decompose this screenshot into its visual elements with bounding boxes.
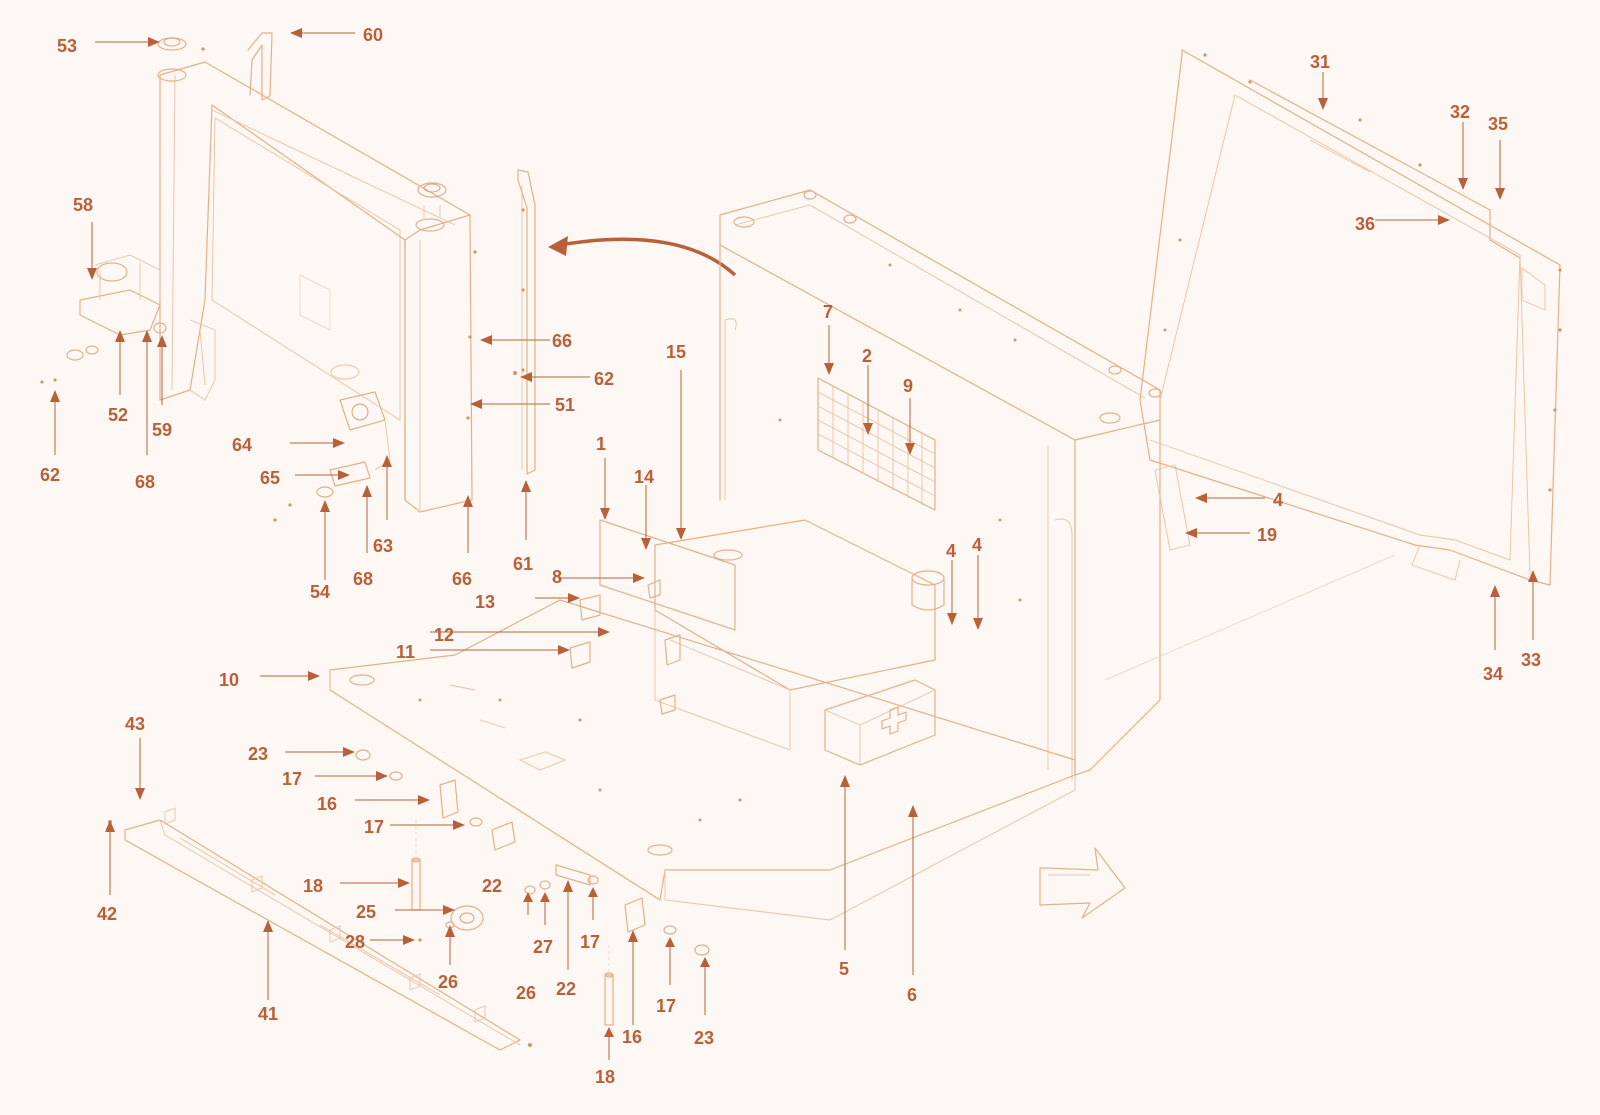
cross-icon [881,706,907,735]
callout-label: 33 [1521,650,1541,670]
callout-label: 62 [40,465,60,485]
callout-label: 68 [135,472,155,492]
callout-label: 58 [73,195,93,215]
callout-label: 32 [1450,102,1470,122]
callout-label: 11 [396,642,415,662]
callout-label: 4 [972,535,982,555]
callout-label: 17 [580,932,600,952]
callout-label: 23 [248,744,268,764]
callout-label: 26 [438,972,458,992]
callout-label: 66 [552,331,572,351]
callout-label: 54 [310,582,330,602]
callout-label: 17 [364,817,384,837]
callout-label: 36 [1355,214,1375,234]
callout-label: 52 [108,405,128,425]
callout-labels: 53 60 58 52 59 62 68 64 65 63 54 68 66 6… [40,25,1541,1087]
callout-label: 19 [1257,525,1277,545]
callout-label: 28 [345,932,365,952]
callout-label: 6 [907,985,917,1005]
callout-label: 22 [482,876,502,896]
callout-label: 27 [533,937,553,957]
main-cabin-body [599,189,1162,780]
rear-panel-frame [1104,49,1562,681]
callout-label: 61 [513,554,533,574]
curved-move-arrow-icon [548,236,737,277]
callout-label: 17 [282,769,302,789]
callout-label: 22 [556,979,576,999]
callout-label: 16 [317,794,337,814]
floor-plate [329,579,1076,921]
callout-label: 26 [516,983,536,1003]
callout-label: 14 [634,467,654,487]
callout-label: 17 [656,996,676,1016]
callout-label: 43 [125,714,145,734]
callout-label: 66 [452,569,472,589]
mesh-grid-panel [817,377,936,511]
callout-label: 4 [1273,490,1283,510]
callout-label: 8 [552,567,562,587]
front-direction-arrow-icon [1039,847,1126,919]
callout-label: 34 [1483,664,1503,684]
callout-label: 64 [232,435,252,455]
callout-label: 12 [434,625,454,645]
side-frame-assembly [40,32,477,522]
callout-label: 10 [219,670,239,690]
hardware-stack [355,749,710,1026]
callout-label: 4 [946,541,956,561]
callout-leaders [50,28,1538,1060]
callout-label: 18 [595,1067,615,1087]
callout-label: 23 [694,1028,714,1048]
rail-bar [513,169,536,475]
callout-label: 16 [622,1027,642,1047]
callout-label: 62 [594,369,614,389]
callout-label: 42 [97,904,117,924]
callout-label: 35 [1488,114,1508,134]
callout-label: 53 [57,36,77,56]
callout-label: 63 [373,536,393,556]
callout-label: 60 [363,25,383,45]
callout-label: 13 [475,592,495,612]
callout-label: 9 [903,376,913,396]
callout-label: 2 [862,346,872,366]
callout-label: 31 [1310,52,1330,72]
callout-label: 25 [356,902,376,922]
callout-label: 1 [596,434,606,454]
callout-label: 18 [303,876,323,896]
callout-label: 68 [353,569,373,589]
callout-label: 41 [258,1004,278,1024]
callout-label: 65 [260,468,280,488]
callout-label: 7 [823,302,833,322]
callout-label: 51 [555,395,575,415]
callout-label: 5 [839,959,849,979]
callout-label: 15 [666,342,686,362]
lower-crossbar [108,807,532,1051]
callout-label: 59 [152,420,172,440]
